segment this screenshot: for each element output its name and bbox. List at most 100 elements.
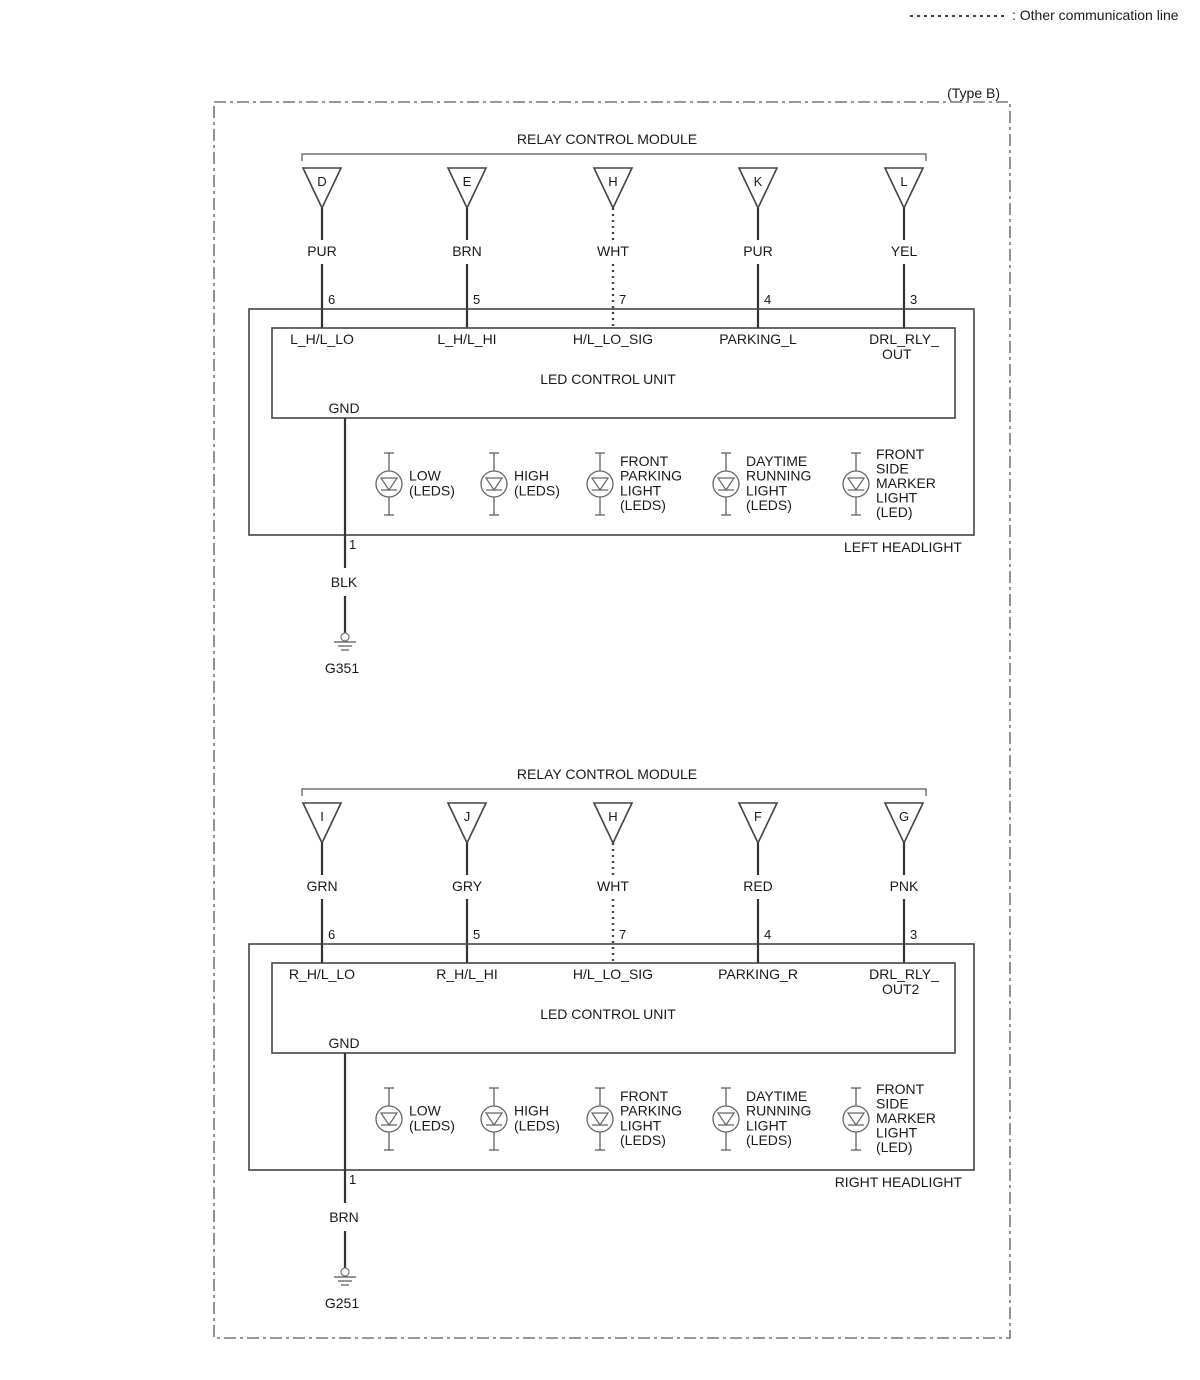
wire-color-label: WHT [597, 243, 629, 259]
led-diode-symbol [846, 477, 866, 492]
led-bulb-icon [375, 1105, 403, 1133]
pin-number: 7 [619, 292, 626, 307]
ground-wire-color: BLK [331, 574, 358, 590]
led-label-line: (LED) [876, 504, 913, 520]
section-right: RELAY CONTROL MODULEIGRN6R_H/L_LOJGRY5R_… [248, 766, 975, 1311]
relay-module-bracket [301, 788, 927, 796]
led-bulb-icon [712, 470, 740, 498]
pin-number: 4 [764, 927, 771, 942]
led-bulb-icon [586, 470, 614, 498]
led-label-line: SIDE [876, 1095, 909, 1111]
led-label-line: (LEDS) [620, 497, 666, 513]
led-label-line: (LEDS) [514, 1117, 560, 1133]
connector-terminal [592, 167, 634, 210]
led-bulb-icon [480, 1105, 508, 1133]
led-label-line: FRONT [876, 446, 925, 462]
signal-label: H/L_LO_SIG [573, 966, 653, 982]
wire-color-label: PNK [890, 878, 919, 894]
led-label-line: PARKING [620, 1103, 682, 1119]
ground-wire-color: BRN [329, 1209, 359, 1225]
relay-control-module-title: RELAY CONTROL MODULE [517, 766, 697, 782]
connector-terminal [883, 167, 925, 210]
led-diode-symbol [590, 477, 610, 492]
wire-color-label: WHT [597, 878, 629, 894]
led-label-line: FRONT [620, 1088, 669, 1104]
pin-number: 6 [328, 927, 335, 942]
led-diode-symbol [590, 1112, 610, 1127]
led-label-line: (LEDS) [409, 482, 455, 498]
type-b-boundary [213, 101, 1011, 1339]
signal-label: DRL_RLY_ [869, 331, 939, 347]
connector-letter: H [608, 174, 617, 189]
led-label-line: FRONT [620, 453, 669, 469]
signal-label: DRL_RLY_ [869, 966, 939, 982]
wire-color-label: GRN [306, 878, 337, 894]
ground-pin-number: 1 [349, 1172, 356, 1187]
signal-label: L_H/L_LO [290, 331, 354, 347]
signal-label-line-2: OUT [882, 346, 912, 362]
led-label-line: PARKING [620, 468, 682, 484]
pin-number: 3 [910, 927, 917, 942]
connector-letter: H [608, 809, 617, 824]
led-label-line: RUNNING [746, 1103, 811, 1119]
led-control-unit [271, 962, 956, 1054]
pin-number: 4 [764, 292, 771, 307]
connector-letter: K [754, 174, 763, 189]
ground-symbol-icon [334, 632, 356, 651]
ground-id: G251 [325, 1295, 359, 1311]
signal-label: L_H/L_HI [437, 331, 496, 347]
pin-number: 7 [619, 927, 626, 942]
led-label-line: (LED) [876, 1139, 913, 1155]
connector-terminal [883, 802, 925, 845]
led-label-line: MARKER [876, 1110, 936, 1126]
wire-color-label: GRY [452, 878, 483, 894]
connector-letter: L [900, 174, 907, 189]
connector-terminal [737, 167, 779, 210]
led-1: LOW(LEDS) [375, 452, 455, 516]
ground-id: G351 [325, 660, 359, 676]
signal-label: H/L_LO_SIG [573, 331, 653, 347]
led-label-line: HIGH [514, 1103, 549, 1119]
led-diode-symbol [716, 477, 736, 492]
type-label: (Type B) [947, 85, 1000, 101]
led-diode-symbol [716, 1112, 736, 1127]
led-diode-symbol [484, 477, 504, 492]
led-control-unit-label: LED CONTROL UNIT [540, 1006, 676, 1022]
led-bulb-icon [375, 470, 403, 498]
section-left: RELAY CONTROL MODULEDPUR6L_H/L_LOEBRN5L_… [248, 131, 975, 676]
led-bulb-icon [712, 1105, 740, 1133]
wire-color-label: BRN [452, 243, 482, 259]
connector-letter: J [464, 809, 471, 824]
led-diode-symbol [484, 1112, 504, 1127]
connector-h: H WHT 7H/L_LO_SIG [573, 167, 653, 347]
led-diode-symbol [379, 477, 399, 492]
led-label-line: LIGHT [620, 1117, 662, 1133]
led-control-unit-label: LED CONTROL UNIT [540, 371, 676, 387]
wire-color-label: YEL [891, 243, 918, 259]
connector-letter: E [463, 174, 472, 189]
led-label-line: LIGHT [746, 482, 788, 498]
legend-label: : Other communication line [1012, 7, 1179, 23]
led-label-line: HIGH [514, 468, 549, 484]
gnd-label: GND [328, 400, 359, 416]
led-label-line: LOW [409, 1103, 442, 1119]
connector-letter: G [899, 809, 909, 824]
relay-control-module-title: RELAY CONTROL MODULE [517, 131, 697, 147]
wire-color-label: PUR [307, 243, 337, 259]
led-label-line: LIGHT [876, 490, 918, 506]
headlight-label: RIGHT HEADLIGHT [835, 1174, 963, 1190]
led-label-line: LOW [409, 468, 442, 484]
led-label-line: MARKER [876, 475, 936, 491]
pin-number: 3 [910, 292, 917, 307]
led-bulb-icon [480, 470, 508, 498]
connector-terminal [737, 802, 779, 845]
